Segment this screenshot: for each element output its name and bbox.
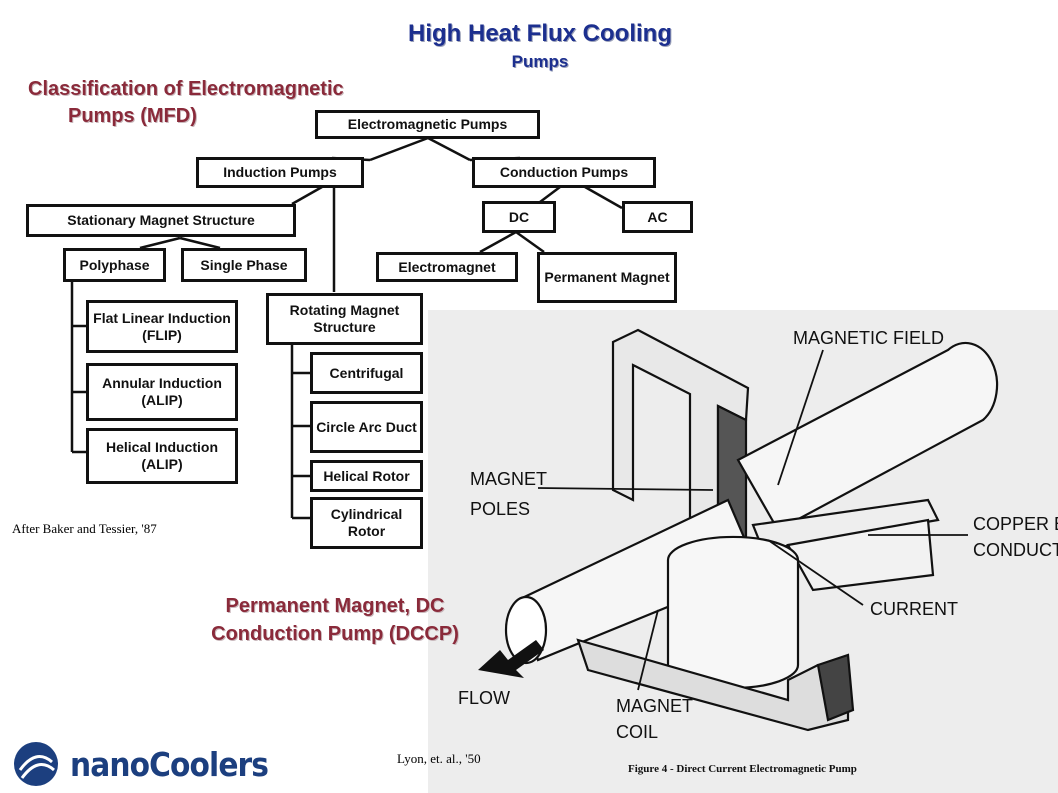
tree-node-helical-rotor: Helical Rotor: [310, 460, 423, 492]
nanocoolers-logo: nanoCoolers: [12, 740, 290, 788]
tree-node-permanent-magnet: Permanent Magnet: [537, 252, 677, 303]
tree-node-single-phase: Single Phase: [181, 248, 307, 282]
label-magnet-poles-1: MAGNET: [470, 469, 547, 489]
classification-line-2: Pumps (MFD): [68, 105, 197, 127]
dccp-figure: MAGNETIC FIELD MAGNET POLES COPPER B CON…: [428, 310, 1058, 793]
credit-baker: After Baker and Tessier, '87: [12, 521, 157, 536]
classification-heading: Classification of Electromagnetic Pumps …: [28, 76, 344, 130]
tree-node-electromagnetic-pumps: Electromagnetic Pumps: [315, 110, 540, 139]
label-flow: FLOW: [458, 688, 510, 708]
tree-node-ac: AC: [622, 201, 693, 233]
dccp-line-1: Permanent Magnet, DC: [225, 595, 445, 617]
dccp-heading: Permanent Magnet, DC Conduction Pump (DC…: [190, 592, 480, 648]
tree-node-flip: Flat Linear Induction (FLIP): [86, 300, 238, 353]
tree-node-annular-alip: Annular Induction (ALIP): [86, 363, 238, 421]
label-magnet-poles-2: POLES: [470, 499, 530, 519]
tree-node-polyphase: Polyphase: [63, 248, 166, 282]
dccp-line-2: Conduction Pump (DCCP): [211, 623, 459, 645]
page-subtitle: Pumps: [511, 52, 569, 71]
tree-node-stationary-magnet: Stationary Magnet Structure: [26, 204, 296, 237]
logo-icon: [14, 742, 58, 786]
tree-node-induction-pumps: Induction Pumps: [196, 157, 364, 188]
tree-node-helical-alip: Helical Induction (ALIP): [86, 428, 238, 484]
figure-caption: Figure 4 - Direct Current Electromagneti…: [628, 763, 857, 775]
tree-node-rotating-magnet: Rotating Magnet Structure: [266, 293, 423, 345]
label-coil-2: COIL: [616, 722, 658, 742]
page-title: High Heat Flux Cooling: [408, 20, 672, 47]
tree-node-electromagnet: Electromagnet: [376, 252, 518, 282]
label-magnetic-field: MAGNETIC FIELD: [793, 328, 944, 348]
classification-line-1: Classification of Electromagnetic: [28, 78, 344, 100]
label-coil-1: MAGNET: [616, 696, 693, 716]
tree-node-dc: DC: [482, 201, 556, 233]
logo-text: nanoCoolers: [70, 744, 269, 784]
tree-node-cylindrical-rotor: Cylindrical Rotor: [310, 497, 423, 549]
label-copper-1: COPPER B: [973, 514, 1058, 534]
label-current: CURRENT: [870, 599, 958, 619]
credit-lyon: Lyon, et. al., '50: [397, 751, 481, 766]
label-copper-2: CONDUCTO: [973, 540, 1058, 560]
tree-node-conduction-pumps: Conduction Pumps: [472, 157, 656, 188]
tree-node-centrifugal: Centrifugal: [310, 352, 423, 394]
tree-node-circle-arc-duct: Circle Arc Duct: [310, 401, 423, 453]
